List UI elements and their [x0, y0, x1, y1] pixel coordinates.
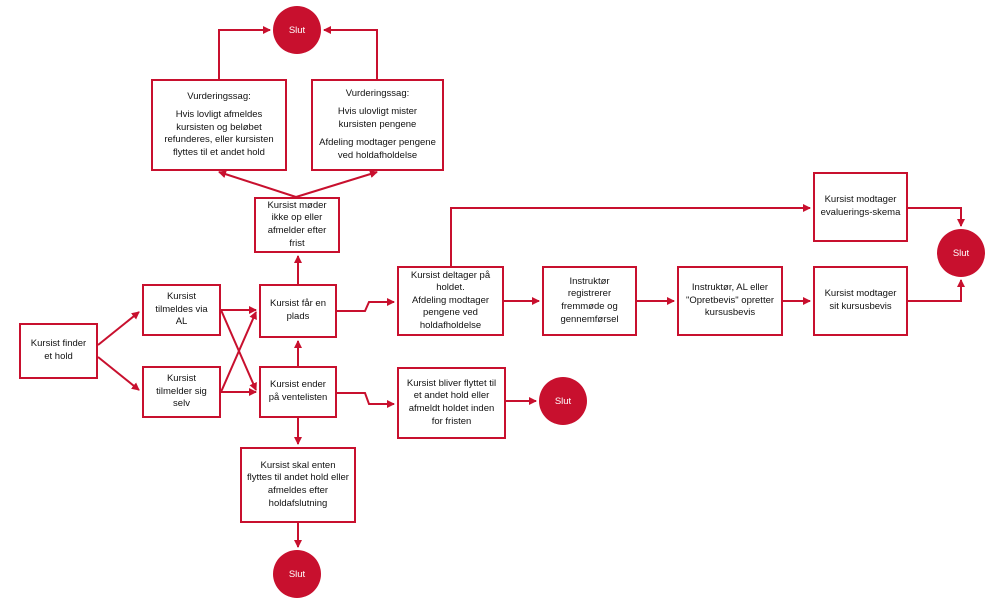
connector-deltager-to-evaluering [450, 204, 811, 266]
connector-venteliste-to-flyttet [337, 392, 395, 408]
node-vurdering-lovligt: Vurderingssag: Hvis lovligt afmeldes kur… [151, 79, 287, 171]
node-flyttes-efter: Kursist skal enten flyttes til andet hol… [240, 447, 356, 523]
node-faar-plads-text: Kursist får en plads [270, 298, 326, 322]
node-evaluering: Kursist modtager evaluerings-skema [813, 172, 908, 242]
node-faar-plads: Kursist får en plads [259, 284, 337, 338]
node-self: Kursist tilmelder sig selv [142, 366, 221, 418]
node-vurdering-ulovligt-text: Hvis ulovligt mister kursisten pengene [337, 106, 418, 130]
node-deltager: Kursist deltager på holdet. Afdeling mod… [397, 266, 504, 336]
node-moder-ikke-op: Kursist møder ikke op eller afmelder eft… [254, 197, 340, 253]
node-deltager-text2: Afdeling modtager pengene ved holdafhold… [411, 294, 490, 331]
connector-start-to-self [97, 356, 140, 391]
node-registrerer-text: Instruktør registrerer fremmøde og genne… [560, 275, 619, 325]
end-circle-top: Slut [273, 6, 321, 54]
node-opretter-text: Instruktør, AL eller "Opretbevis" oprett… [685, 282, 775, 319]
node-vurdering-lovligt-text: Hvis lovligt afmeldes kursisten og beløb… [164, 109, 274, 158]
connector-kursusbevis-to-end-right [908, 279, 965, 302]
node-flyttet: Kursist bliver flyttet til et andet hold… [397, 367, 506, 439]
connector-self-to-faar-plads [220, 311, 257, 393]
end-label: Slut [952, 247, 970, 259]
node-kursusbevis: Kursist modtager sit kursusbevis [813, 266, 908, 336]
node-start-text: Kursist finder et hold [30, 338, 87, 362]
node-flyttet-text: Kursist bliver flyttet til et andet hold… [406, 377, 497, 427]
node-registrerer: Instruktør registrerer fremmøde og genne… [542, 266, 637, 336]
connector-moder-ikke-op-to-ulovligt [295, 170, 378, 198]
connector-lovligt-to-end-top [218, 26, 271, 79]
end-label: Slut [288, 568, 306, 580]
end-label: Slut [288, 24, 306, 36]
connector-moder-ikke-op-to-lovligt [218, 170, 297, 198]
node-flyttes-efter-text: Kursist skal enten flyttes til andet hol… [247, 459, 349, 509]
node-venteliste-text: Kursist ender på ventelisten [268, 379, 328, 403]
node-deltager-text: Kursist deltager på holdet. [410, 269, 491, 294]
connector-ulovligt-to-end-top [323, 26, 378, 79]
node-venteliste: Kursist ender på ventelisten [259, 366, 337, 418]
node-vurdering-ulovligt: Vurderingssag: Hvis ulovligt mister kurs… [311, 79, 444, 171]
node-vurdering-ulovligt-text2: Afdeling modtager pengene ved holdafhold… [319, 137, 436, 161]
end-circle-middle: Slut [539, 377, 587, 425]
connector-evaluering-to-end-right [908, 207, 965, 227]
node-via-al: Kursist tilmeldes via AL [142, 284, 221, 336]
node-evaluering-text: Kursist modtager evaluerings-skema [820, 194, 901, 218]
node-kursusbevis-text: Kursist modtager sit kursusbevis [824, 288, 897, 312]
connector-start-to-via-al [97, 311, 140, 346]
node-vurdering-lovligt-title: Vurderingssag: [187, 90, 251, 102]
end-circle-right: Slut [937, 229, 985, 277]
node-self-text: Kursist tilmelder sig selv [156, 373, 207, 410]
node-vurdering-ulovligt-title: Vurderingssag: [345, 87, 410, 99]
end-circle-bottom: Slut [273, 550, 321, 598]
end-label: Slut [554, 395, 572, 407]
node-opretter: Instruktør, AL eller "Opretbevis" oprett… [677, 266, 783, 336]
node-via-al-text: Kursist tilmeldes via AL [155, 291, 208, 328]
node-moder-ikke-op-text: Kursist møder ikke op eller afmelder eft… [267, 199, 327, 249]
node-start: Kursist finder et hold [19, 323, 98, 379]
connector-faar-plads-to-deltager [337, 298, 395, 312]
